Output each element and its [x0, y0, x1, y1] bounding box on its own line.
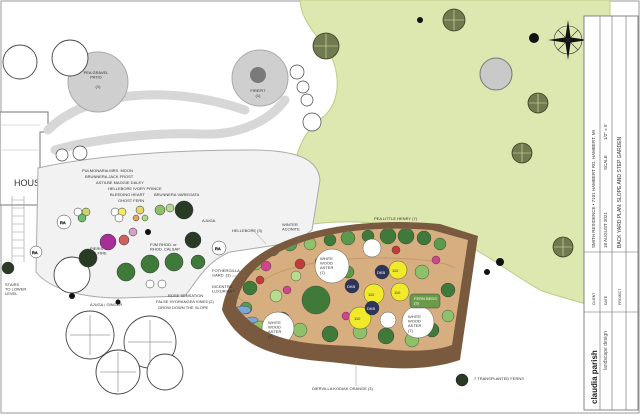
dark-dot [417, 17, 423, 23]
tb-brand-sub: landscape design [603, 331, 609, 370]
label-110-1: 110 [368, 292, 375, 297]
tb-client: SMITH RESIDENCE • 7101 HAMBERT RD. HAMBE… [591, 130, 596, 248]
callout-leaders [231, 222, 411, 386]
label-fern-beds: FERN BEDS(3) [414, 296, 437, 306]
label-dkb-3: DKB [367, 306, 376, 311]
label-line: (7) [320, 270, 326, 275]
label-line: ASTER [268, 329, 281, 334]
gravel-path [43, 90, 250, 135]
label-rose-sensation: ROSE SENSATION [168, 293, 203, 298]
label-ajuga-ginger: AJUGA / GINGER [90, 302, 122, 307]
label-ajuga: AJUGA [202, 218, 216, 223]
label-line: TO LOWER [5, 287, 26, 292]
label-110-3: 110 [392, 268, 399, 273]
existing-tree-gray [479, 57, 513, 91]
label-line: WOOD [268, 325, 281, 330]
label-line: ACONITE [282, 227, 300, 232]
label-brunnera-variegata: BRUNNERA VARIEGATA [154, 192, 200, 197]
label-astilbe: ASTILBE MAGGIE DALEY [96, 180, 144, 185]
label-bleeding-heart: BLEEDING HEART [110, 192, 145, 197]
house-label: HOUSE [14, 178, 46, 188]
gravel-path-lower [50, 95, 290, 155]
label-brunnera: BRUNNERA JACK FROST [85, 174, 134, 179]
shrubs-firepit [55, 64, 322, 162]
tb-col-client: CLIENT [592, 292, 596, 305]
tb-date: 18 AUGUST 2021 [603, 212, 608, 248]
label-hellebore: HELLEBORE (3) [232, 228, 263, 233]
title-block [583, 15, 639, 411]
label-line: WOOD [320, 261, 333, 266]
label-line: RHOD. CALSAP [150, 247, 180, 252]
label-line: WOOD [408, 319, 421, 324]
label-transplanted-ferns: 7 TRANSPLANTED FERNS [474, 376, 524, 381]
label-line: LEVEL [5, 291, 18, 296]
tb-scale-label: SCALE [603, 155, 608, 170]
upper-planting-labels: PULMONARIA MRS. MOON BRUNNERA JACK FROST… [82, 168, 216, 310]
upper-plants: RA RA RA [1, 200, 227, 289]
fern-symbol [455, 373, 469, 387]
label-ghost-fern: GHOST FERN [118, 198, 144, 203]
north-arrow [548, 20, 588, 60]
svg-text:RA: RA [215, 246, 221, 251]
label-dkb-1: DKB [347, 284, 356, 289]
dark-dot [496, 258, 504, 266]
label-line: (7) [268, 334, 274, 339]
tb-col-date: DATE [604, 295, 608, 305]
label-line: (7) [408, 328, 414, 333]
tb-scale: 1/2" = 5' [603, 124, 608, 140]
firepit-num: (1) [256, 93, 262, 98]
label-false-hydrangea: FALSE HYDRANGEA VINES (2) [156, 299, 214, 304]
patio-num: (1) [96, 84, 102, 89]
label-diervilla: DIERVILLA KODIAK ORANGE (3) [312, 386, 374, 391]
label-hellebore-ivory: HELLEBORE IVORY PRINCE [108, 186, 162, 191]
label-line: MT. FIRE [90, 251, 107, 256]
house [0, 111, 49, 206]
label-line: PATIO [90, 75, 101, 80]
tree-outline-detail [70, 315, 172, 392]
dark-dot [529, 33, 539, 43]
stairs [11, 196, 25, 262]
svg-text:RA: RA [32, 250, 38, 255]
label-line: ASTER [408, 323, 421, 328]
label-dkb-2: DKB [377, 270, 386, 275]
label-grow-down: GROW DOWN THE SLOPE [158, 305, 208, 310]
label-line: LUXURIANT [212, 289, 235, 294]
label-pulmonaria: PULMONARIA MRS. MOON [82, 168, 133, 173]
label-110-2: 110 [394, 290, 401, 295]
label-110-4: 110 [354, 316, 361, 321]
label-line: GARD. (3) [212, 273, 231, 278]
title-block-text: SMITH RESIDENCE • 7101 HAMBERT RD. HAMBE… [590, 124, 623, 404]
dark-dot [484, 269, 490, 275]
tb-brand: claudia parish [590, 350, 599, 404]
label-line: ASTER [320, 265, 333, 270]
svg-text:RA: RA [60, 220, 66, 225]
label-pea-little-henry: PEA LITTLE HENRY (7) [374, 216, 418, 221]
lawn-tree-marks [314, 10, 572, 256]
stepping-dots [69, 229, 151, 305]
tb-sheet-title: BACK YARD PLAN: SLOPE AND STEP GARDEN [617, 136, 623, 248]
firepit [250, 67, 266, 83]
label-line: (3) [414, 301, 420, 306]
firepit-label: FIREPIT [250, 88, 266, 93]
tb-col-project: PROJECT [618, 288, 622, 305]
